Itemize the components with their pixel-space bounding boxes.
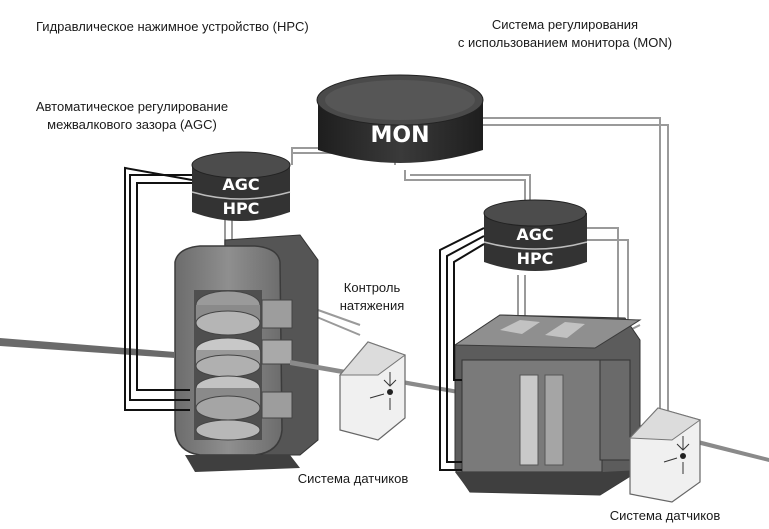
mon-label: MON: [370, 123, 429, 148]
right-agc-label: AGC: [516, 225, 553, 244]
right-agc-hpc-unit: AGC HPC: [483, 199, 588, 271]
sensor-system-center-label: Система датчиков: [298, 471, 409, 486]
agc-title-line1: Автоматическое регулирование: [36, 99, 228, 114]
mon-title-line1: Система регулирования: [492, 17, 638, 32]
tension-control-line2: натяжения: [340, 298, 405, 313]
left-agc-label: AGC: [222, 175, 259, 194]
mon-title-line2: с использованием монитора (MON): [458, 35, 672, 50]
agc-title-line2: межвалкового зазора (AGC): [47, 117, 217, 132]
steel-strip-left: [0, 338, 175, 358]
tension-control-line1: Контроль: [344, 280, 401, 295]
left-mill-stand: [174, 234, 319, 472]
mon-unit: MON: [316, 74, 484, 163]
left-agc-hpc-unit: AGC HPC: [191, 151, 291, 221]
right-mill-stand: [453, 314, 642, 496]
dark-wires: [124, 166, 485, 471]
sensor-system-right-label: Система датчиков: [610, 508, 721, 523]
sensor-box-right: [628, 407, 702, 503]
right-hpc-label: HPC: [517, 249, 554, 268]
left-hpc-label: HPC: [223, 199, 260, 218]
sensor-box-center: [338, 341, 407, 441]
hpc-title-label: Гидравлическое нажимное устройство (HPC): [36, 19, 309, 34]
